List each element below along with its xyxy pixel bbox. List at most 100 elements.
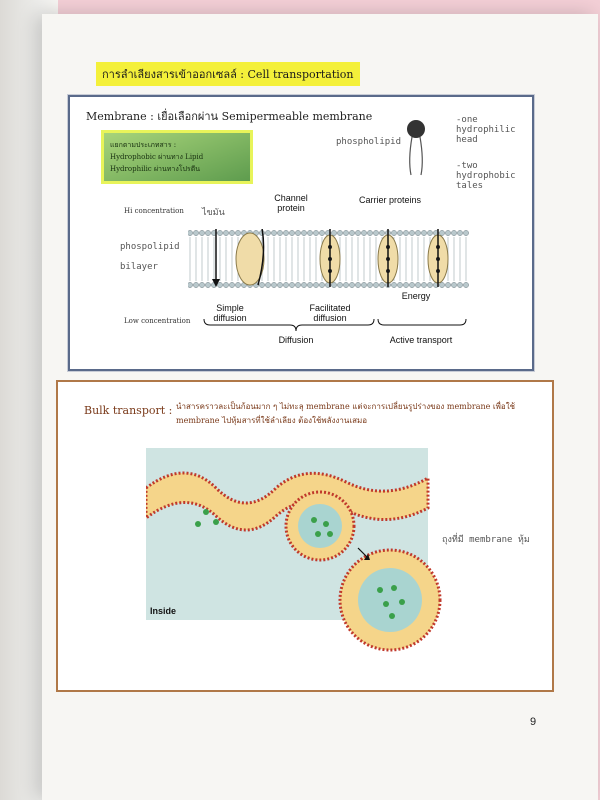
lipid-head: [355, 230, 361, 236]
lipid-head: [397, 282, 403, 288]
lipid-head: [361, 230, 367, 236]
lipid-head: [403, 282, 409, 288]
membrane-section: Membrane : เยื่อเลือกผ่าน Semipermeable …: [68, 95, 534, 371]
lipid-head: [188, 230, 193, 236]
lipid-head: [361, 282, 367, 288]
lipid-head: [343, 230, 349, 236]
lipid-head: [403, 230, 409, 236]
bracket-lines: [203, 319, 467, 332]
lipid-head: [193, 230, 199, 236]
lipid-head: [271, 230, 277, 236]
note-bilayer: phospolipid bilayer: [120, 242, 180, 272]
bulk-transport-section: Bulk transport : นำสารคราวละเป็นก้อนมาก …: [56, 380, 554, 692]
lipid-head: [439, 230, 445, 236]
lipid-head: [445, 282, 451, 288]
page-title: การลำเลียงสารเข้าออกเซลล์ : Cell transpo…: [96, 62, 360, 86]
lipid-head: [188, 282, 193, 288]
lipid-head: [331, 230, 337, 236]
lipid-head: [463, 230, 469, 236]
endocytosis-diagram: [146, 448, 442, 652]
lipid-head: [415, 282, 421, 288]
vesicle-note: ถุงที่มี membrane หุ้ม: [442, 535, 530, 545]
low-concentration-label: Low concentration: [124, 317, 191, 325]
lipid-head: [451, 282, 457, 288]
lipid-head: [445, 230, 451, 236]
lipid-head: [331, 282, 337, 288]
lipid-head: [421, 282, 427, 288]
lipid-head: [349, 282, 355, 288]
green-line-2: Hydrophobic ผ่านทาง Lipid: [110, 153, 204, 161]
lipid-head: [295, 230, 301, 236]
facilitated-diffusion-label: Facilitated diffusion: [309, 303, 351, 323]
phospholipid-sketch: [407, 120, 425, 176]
note-head: -one hydrophilic head: [456, 115, 516, 145]
inside-label: Inside: [150, 606, 177, 616]
lipid-head: [391, 282, 397, 288]
carrier-proteins-label: Carrier proteins: [358, 195, 422, 205]
lipid-head: [265, 230, 271, 236]
green-line-1: แยกตามประเภทสาร :: [110, 141, 177, 149]
lipid-head: [337, 230, 343, 236]
lipid-head: [439, 282, 445, 288]
lipid-head: [277, 230, 283, 236]
lipid-head: [355, 282, 361, 288]
bulk-transport-title: Bulk transport :: [84, 404, 173, 417]
hi-concentration-label: Hi concentration: [124, 207, 184, 215]
page-number: 9: [530, 716, 537, 728]
lipid-head: [283, 282, 289, 288]
green-line-3: Hydrophilic ผ่านทางโปรตีน: [110, 165, 201, 173]
lipid-head: [427, 230, 433, 236]
lipid-head: [217, 282, 223, 288]
lipid-head: [373, 230, 379, 236]
lipid-head: [199, 282, 205, 288]
lipid-head: [283, 230, 289, 236]
lipid-head: [259, 282, 265, 288]
lipid-head: [313, 230, 319, 236]
lipid-head: [307, 230, 313, 236]
lipid-head: [367, 230, 373, 236]
lipid-head: [313, 282, 319, 288]
lipid-head: [235, 282, 241, 288]
lipid-head: [277, 282, 283, 288]
note-phospholipid: phospholipid: [336, 137, 402, 147]
lipid-head: [229, 282, 235, 288]
lipid-head: [397, 230, 403, 236]
lipid-head: [235, 230, 241, 236]
lipid-head: [373, 282, 379, 288]
lipid-head: [343, 282, 349, 288]
active-transport-label: Active transport: [389, 335, 453, 345]
lipid-head: [295, 282, 301, 288]
lipid-head: [217, 230, 223, 236]
lipid-head: [199, 230, 205, 236]
lipid-head: [391, 230, 397, 236]
lipid-head: [409, 230, 415, 236]
lipid-head: [319, 282, 325, 288]
bilayer-diagram: [188, 229, 470, 289]
lipid-head: [463, 282, 469, 288]
lipid-head: [415, 230, 421, 236]
lipid-head: [289, 230, 295, 236]
lipid-head: [409, 282, 415, 288]
lipid-head: [379, 282, 385, 288]
lipid-head: [265, 282, 271, 288]
lipid-head: [223, 230, 229, 236]
lipid-head: [229, 230, 235, 236]
lipid-head: [421, 230, 427, 236]
channel-protein-label: Channel protein: [274, 193, 308, 213]
lipid-head: [451, 230, 457, 236]
classification-box: แยกตามประเภทสาร : Hydrophobic ผ่านทาง Li…: [104, 133, 250, 181]
lipid-head: [205, 230, 211, 236]
simple-diffusion-label: Simple diffusion: [213, 303, 247, 323]
energy-label: Energy: [401, 291, 431, 301]
lipid-head: [379, 230, 385, 236]
lipid-head: [205, 282, 211, 288]
lipid-head: [457, 230, 463, 236]
lipid-head: [319, 230, 325, 236]
lipid-head: [271, 282, 277, 288]
lipid-head: [301, 230, 307, 236]
lipid-head: [367, 282, 373, 288]
lipid-head: [307, 282, 313, 288]
lipid-head: [193, 282, 199, 288]
note-water: ไขมัน: [202, 208, 225, 218]
note-tails: -two hydrophobic tales: [456, 161, 516, 191]
